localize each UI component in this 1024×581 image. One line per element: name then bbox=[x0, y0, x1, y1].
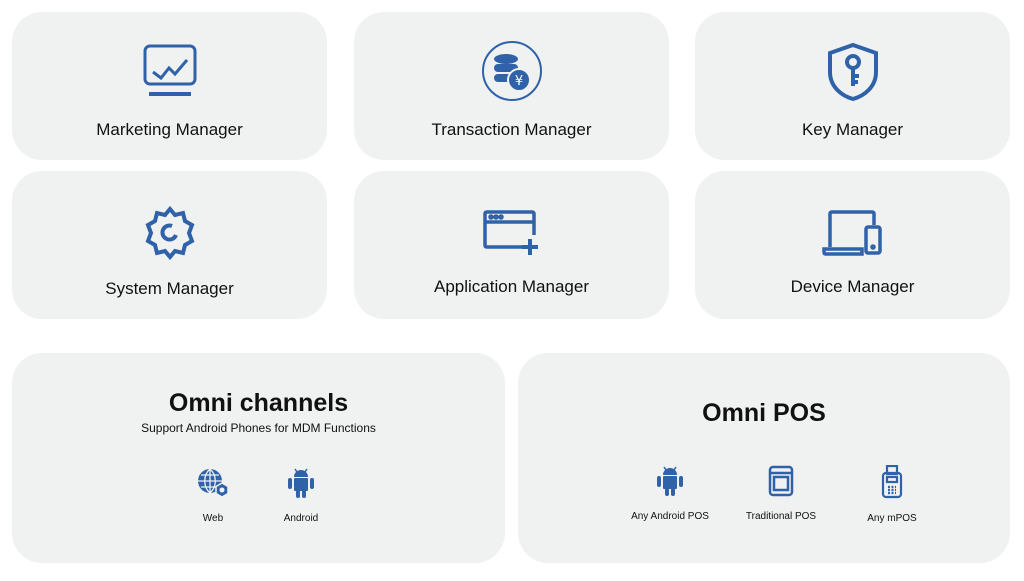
module-label: Transaction Manager bbox=[431, 120, 592, 139]
application-manager-card[interactable]: Application Manager bbox=[354, 171, 669, 319]
item-label: Traditional POS bbox=[745, 511, 817, 522]
module-label: Application Manager bbox=[434, 277, 589, 296]
key-manager-card[interactable]: Key Manager bbox=[695, 12, 1010, 160]
module-label: Device Manager bbox=[790, 277, 915, 296]
omni-channels-card: Omni channels Support Android Phones for… bbox=[12, 353, 505, 563]
laptop-phone-icon bbox=[821, 210, 882, 256]
module-label: Key Manager bbox=[801, 120, 904, 139]
device-manager-card[interactable]: Device Manager bbox=[695, 171, 1010, 319]
pos-any-android[interactable]: Any Android POS bbox=[615, 465, 725, 522]
android-icon bbox=[288, 468, 314, 498]
pos-any-mpos[interactable]: Any mPOS bbox=[837, 465, 947, 524]
channel-web[interactable]: Web bbox=[158, 467, 268, 524]
module-label: Marketing Manager bbox=[96, 120, 243, 139]
shield-key-icon bbox=[827, 42, 878, 102]
omni-pos-card: Omni POS Any Android POS Traditional POS… bbox=[518, 353, 1010, 563]
pos-traditional[interactable]: Traditional POS bbox=[726, 465, 836, 522]
channel-android[interactable]: Android bbox=[246, 467, 356, 524]
item-label: Web bbox=[202, 513, 224, 524]
system-manager-card[interactable]: System Manager bbox=[12, 171, 327, 319]
omni-channels-title: Omni channels bbox=[168, 389, 349, 417]
item-label: Android bbox=[283, 513, 319, 524]
chart-monitor-icon bbox=[143, 44, 196, 96]
omni-pos-title: Omni POS bbox=[702, 399, 826, 427]
transaction-manager-card[interactable]: ¥ Transaction Manager bbox=[354, 12, 669, 160]
svg-text:¥: ¥ bbox=[514, 74, 522, 89]
coins-yen-icon: ¥ bbox=[481, 41, 542, 101]
window-add-icon bbox=[482, 210, 538, 255]
marketing-manager-card[interactable]: Marketing Manager bbox=[12, 12, 327, 160]
pos-terminal-icon bbox=[768, 465, 794, 497]
globe-gear-icon bbox=[198, 468, 229, 498]
item-label: Any mPOS bbox=[867, 513, 917, 524]
android-icon bbox=[657, 466, 683, 496]
gear-icon bbox=[145, 205, 194, 261]
omni-channels-subtitle: Support Android Phones for MDM Functions bbox=[141, 421, 376, 435]
item-label: Any Android POS bbox=[631, 511, 709, 522]
module-label: System Manager bbox=[105, 279, 234, 298]
mpos-icon bbox=[881, 465, 903, 499]
